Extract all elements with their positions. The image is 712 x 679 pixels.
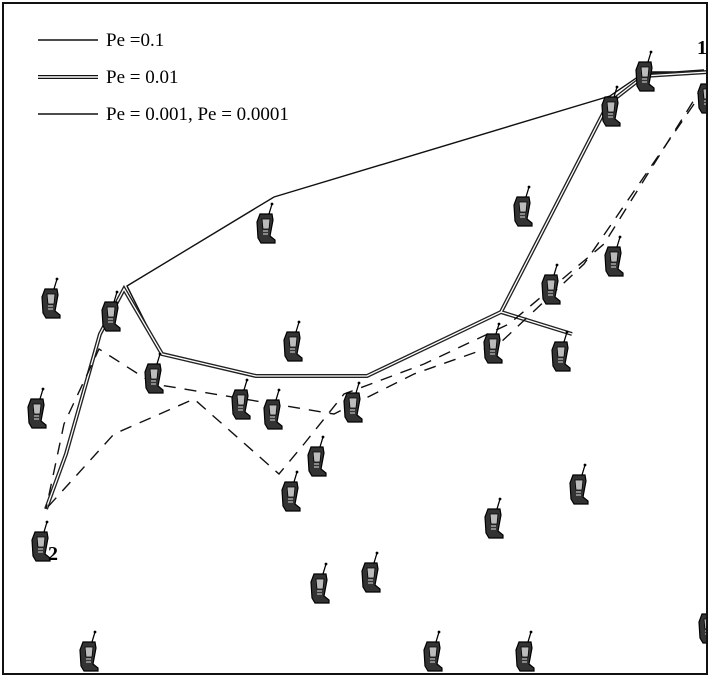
mobile-phone-icon [484, 496, 504, 539]
mobile-phone-icon [698, 601, 706, 644]
routes [44, 69, 706, 510]
network-diagram: Pe =0.1 Pe = 0.01 Pe = 0.001, Pe = 0.000… [27, 30, 706, 672]
mobile-phone-icon [513, 184, 533, 227]
mobile-phone-icon [569, 462, 589, 505]
route-pe-0.0001 [45, 103, 695, 510]
route-pe-0.01 [44, 70, 706, 510]
mobile-phone-icon [697, 71, 706, 114]
route-pe-0.01-inner [45, 71, 706, 510]
mobile-phone-icon [281, 469, 301, 512]
source-label: 1 [697, 37, 706, 59]
mobile-phone-icon [79, 629, 99, 672]
legend-item-dashed: Pe = 0.001, Pe = 0.0001 [38, 104, 289, 125]
mobile-phone-icon [263, 387, 283, 430]
mobile-phone-icon [256, 201, 276, 244]
mobile-phone-icon [361, 550, 381, 593]
mobile-phone-icon [604, 234, 624, 277]
mobile-phone-icon [101, 289, 121, 332]
mobile-phone-icon [635, 49, 655, 92]
mobile-phone-icon [27, 386, 47, 429]
mobile-phone-icon [41, 276, 61, 319]
legend-label: Pe = 0.01 [106, 67, 178, 88]
legend: Pe =0.1 Pe = 0.01 Pe = 0.001, Pe = 0.000… [38, 30, 289, 125]
mobile-phone-icon [541, 262, 561, 305]
route-pe-0.001 [45, 83, 705, 510]
destination-label: 2 [48, 543, 58, 565]
mobile-phone-icon [310, 561, 330, 604]
mobile-phone-icon [307, 434, 327, 477]
legend-item-solid: Pe =0.1 [38, 30, 164, 51]
mobile-phone-icon [144, 351, 164, 394]
nodes [27, 49, 706, 672]
legend-label: Pe = 0.001, Pe = 0.0001 [106, 104, 289, 125]
legend-label: Pe =0.1 [106, 30, 164, 51]
mobile-phone-icon [283, 319, 303, 362]
mobile-phone-icon [515, 629, 535, 672]
mobile-phone-icon [423, 629, 443, 672]
mobile-phone-icon [231, 377, 251, 420]
legend-item-double: Pe = 0.01 [38, 67, 178, 88]
mobile-phone-icon [551, 329, 571, 372]
mobile-phone-icon [343, 380, 363, 423]
